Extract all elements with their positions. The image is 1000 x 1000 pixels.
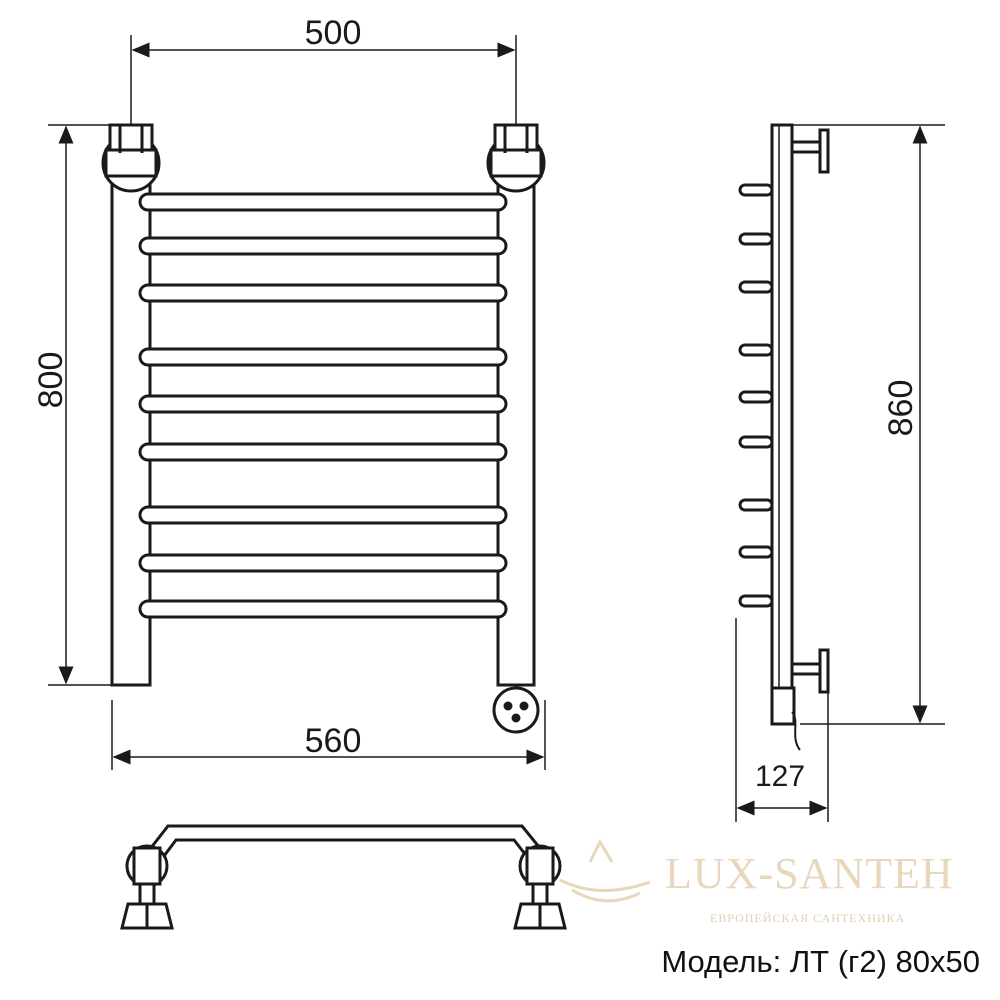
watermark-tagline: ЕВРОПЕЙСКАЯ САНТЕХНИКА	[710, 911, 905, 925]
side-heater-element	[770, 686, 796, 726]
model-caption: Модель: ЛТ (г2) 80x50	[661, 944, 980, 979]
side-main-bar	[770, 123, 794, 690]
top-view	[120, 824, 567, 930]
side-view	[738, 123, 830, 751]
front-rungs	[138, 192, 508, 619]
side-rung	[738, 594, 774, 608]
front-rung	[138, 599, 508, 619]
side-top-bracket	[790, 128, 830, 174]
front-view	[101, 123, 546, 734]
front-rung	[138, 553, 508, 573]
front-dimensions	[48, 35, 546, 770]
side-rung	[738, 545, 774, 559]
watermark-brand: LUX-SANTEH	[665, 849, 954, 898]
dimension-depth-side: 127	[755, 760, 805, 793]
side-rung	[738, 343, 774, 357]
side-rung	[738, 435, 774, 449]
side-rung	[738, 498, 774, 512]
top-view-left-fitting	[120, 844, 174, 930]
side-rung	[738, 390, 774, 404]
left-top-fitting	[101, 123, 161, 193]
side-rung	[738, 280, 774, 294]
electric-plug-icon	[492, 686, 540, 734]
front-rung	[138, 192, 508, 212]
front-rung	[138, 394, 508, 414]
front-rung	[138, 505, 508, 525]
side-rung	[738, 183, 774, 197]
front-rung	[138, 283, 508, 303]
front-rung	[138, 442, 508, 462]
dimension-height-side: 860	[882, 380, 920, 437]
dimension-height-left: 800	[32, 352, 70, 409]
right-top-fitting	[486, 123, 546, 193]
side-bottom-bracket	[790, 648, 830, 694]
front-rung	[138, 347, 508, 367]
dimension-width-bottom: 560	[305, 722, 362, 760]
side-rung	[738, 232, 774, 246]
front-rung	[138, 236, 508, 256]
side-dimensions	[735, 124, 945, 822]
dimension-width-top: 500	[305, 14, 362, 52]
bathtub-logo-icon	[559, 838, 651, 903]
watermark: LUX-SANTEH ЕВРОПЕЙСКАЯ САНТЕХНИКА	[559, 838, 954, 925]
side-rungs	[738, 183, 774, 608]
top-view-right-fitting	[513, 844, 567, 930]
top-view-rail	[141, 824, 550, 869]
